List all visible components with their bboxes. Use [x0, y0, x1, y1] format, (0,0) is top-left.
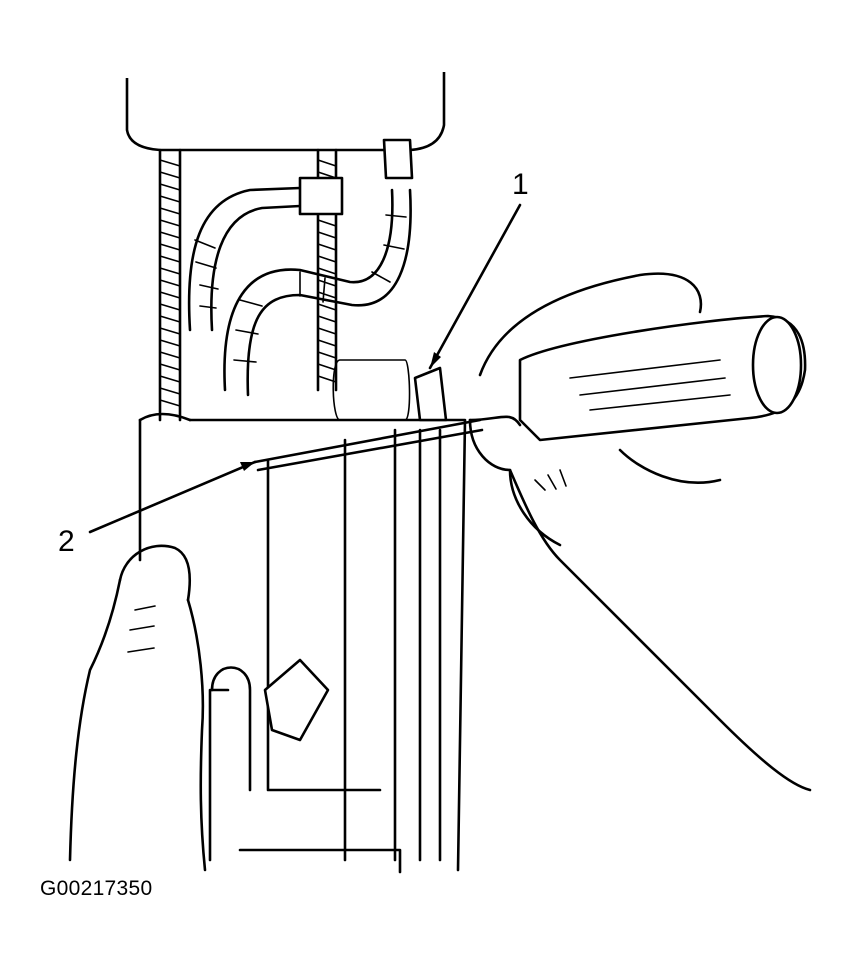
screwdriver-handle — [518, 314, 807, 442]
module-top-cap — [125, 72, 446, 152]
left-spring — [158, 148, 182, 422]
fuel-module-canister — [138, 359, 467, 874]
screwdriver-blade — [253, 418, 484, 472]
callout-2-label: 2 — [58, 525, 75, 558]
left-hand — [68, 544, 207, 872]
figure-id: G00217350 — [40, 877, 153, 900]
callout-leaders — [88, 203, 522, 534]
fuel-hoses — [187, 138, 414, 397]
right-hand — [468, 272, 812, 792]
callout-1-label: 1 — [512, 168, 529, 201]
